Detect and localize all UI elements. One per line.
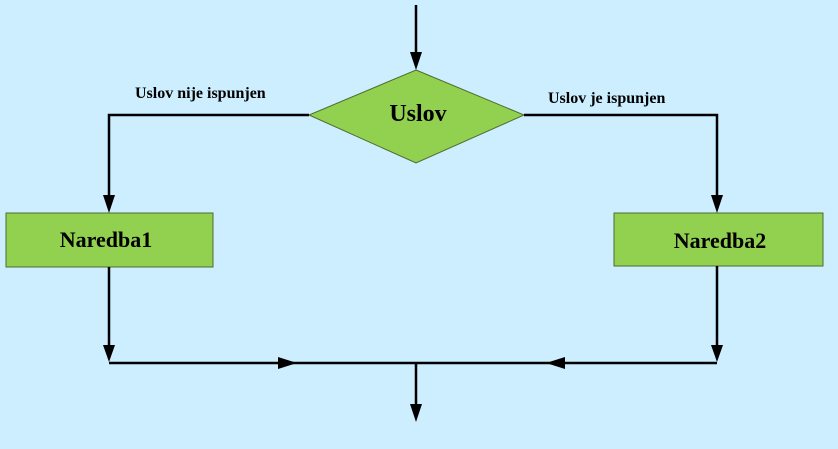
merge-right-arrowhead	[546, 357, 565, 369]
true-branch-label: Uslov je ispunjen	[548, 90, 665, 107]
false-branch-arrowhead	[103, 195, 115, 213]
decision-node	[307, 69, 526, 164]
statement2-down-arrowhead	[711, 345, 723, 362]
decision-label: Uslov	[389, 101, 446, 127]
statement2-label: Naredba2	[674, 228, 767, 253]
false-branch-edge	[107, 113, 309, 198]
statement2-node	[613, 212, 824, 267]
exit-arrowhead	[410, 404, 422, 422]
statement1-down-arrowhead	[103, 345, 115, 362]
true-branch-arrowhead	[711, 195, 723, 213]
true-branch-edge	[524, 113, 719, 198]
statement1-label: Naredba1	[60, 227, 153, 252]
statement1-node	[5, 212, 214, 268]
entry-arrowhead	[410, 52, 422, 70]
false-branch-label: Uslov nije ispunjen	[135, 85, 266, 102]
merge-left-arrowhead	[278, 357, 297, 369]
